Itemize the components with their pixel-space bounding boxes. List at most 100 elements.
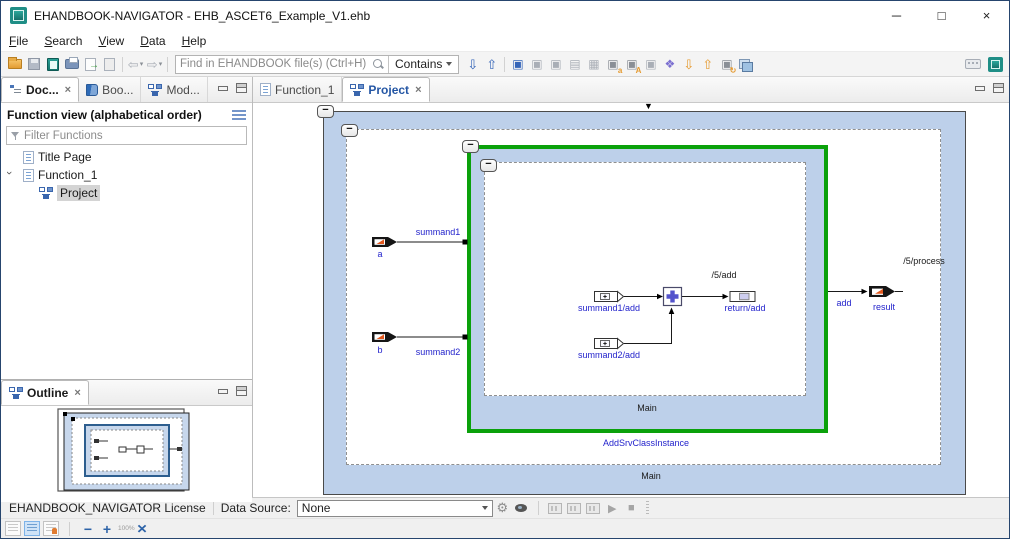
diagram-canvas[interactable]: ▼ − − − − xyxy=(253,103,1009,497)
view-menu-icon[interactable] xyxy=(232,109,246,121)
block-label-return-add: return/add xyxy=(724,303,766,313)
forward-icon[interactable]: ⇨▾ xyxy=(146,56,163,72)
play-icon[interactable]: ▶ xyxy=(608,502,617,515)
minimize-panel-icon[interactable] xyxy=(974,83,985,92)
fit-to-view-icon[interactable]: ✕ xyxy=(136,521,148,536)
data-source-dropdown[interactable]: None xyxy=(296,499,493,517)
collapse-button[interactable]: − xyxy=(341,124,358,137)
collapse-button[interactable]: − xyxy=(317,105,334,118)
related-elements-icon[interactable]: ❖ xyxy=(664,57,676,71)
tab-documents[interactable]: Doc... × xyxy=(1,77,80,102)
book-icon xyxy=(86,83,99,96)
open-icon[interactable] xyxy=(5,55,24,74)
editor-tab-bar: Function_1 Project × xyxy=(253,77,1009,103)
tab-project[interactable]: Project × xyxy=(342,77,430,102)
outline-panel: Outline × xyxy=(1,379,252,502)
split-view-icon[interactable] xyxy=(24,521,40,536)
single-page-view-icon[interactable] xyxy=(5,521,21,536)
keyboard-icon[interactable] xyxy=(963,55,982,74)
zoom-in-icon[interactable]: + xyxy=(102,520,112,537)
close-icon[interactable]: × xyxy=(64,83,72,96)
menu-view[interactable]: View xyxy=(98,33,125,48)
minimize-button[interactable]: ─ xyxy=(891,8,902,23)
experiment-view-icon[interactable] xyxy=(585,500,602,517)
menu-search[interactable]: Search xyxy=(44,33,83,48)
minimize-panel-icon[interactable] xyxy=(217,386,228,395)
search-mode-dropdown[interactable]: Contains xyxy=(388,55,458,73)
tree-item-project[interactable]: Project xyxy=(1,184,252,202)
tree-item-function-1[interactable]: › Function_1 xyxy=(2,168,98,182)
highlight-text-icon[interactable]: ▣A xyxy=(626,57,642,75)
find-input[interactable] xyxy=(176,55,372,73)
app-logo-icon xyxy=(986,55,1005,74)
copy-view-icon[interactable] xyxy=(736,55,755,74)
menu-help[interactable]: Help xyxy=(181,33,207,48)
outline-thumbnail-graphic xyxy=(57,408,190,492)
menu-file[interactable]: File xyxy=(9,33,29,48)
maximize-panel-icon[interactable] xyxy=(236,386,247,396)
tree-icon xyxy=(9,84,22,96)
status-bar: EHANDBOOK_NAVIGATOR License Data Source:… xyxy=(1,497,1009,518)
port-label-b: b xyxy=(377,345,383,355)
maximize-panel-icon[interactable] xyxy=(236,83,247,93)
box-label-instance: AddSrvClassInstance xyxy=(602,438,690,448)
chevron-expanded-icon[interactable]: › xyxy=(2,171,15,175)
stop-icon[interactable]: ■ xyxy=(627,502,635,514)
ebook-icon[interactable] xyxy=(43,55,62,74)
diagram-box-inner-main[interactable] xyxy=(484,162,806,396)
back-icon[interactable]: ⇦▾ xyxy=(127,56,144,72)
filter-icon xyxy=(11,131,21,141)
chevron-down-icon xyxy=(446,62,453,66)
calibration-view-icon[interactable] xyxy=(566,500,583,517)
page-info-view-icon[interactable] xyxy=(43,521,59,536)
highlight-off-icon[interactable]: ▣ xyxy=(645,57,657,71)
close-button[interactable]: × xyxy=(982,8,991,23)
visibility-eye-icon[interactable] xyxy=(513,500,530,517)
scroll-marker-icon: ▼ xyxy=(644,103,653,111)
menu-data[interactable]: Data xyxy=(140,33,166,48)
refresh-view-icon[interactable]: ▣↻ xyxy=(721,57,737,75)
collapse-structure-icon[interactable]: ▣ xyxy=(550,57,562,71)
measure-view-icon[interactable] xyxy=(547,500,564,517)
tab-models[interactable]: Mod... xyxy=(141,77,208,102)
outline-icon xyxy=(9,386,23,399)
signal-label-summand2: summand2 xyxy=(415,347,461,357)
highlight-data-icon[interactable]: ▣a xyxy=(607,57,623,75)
close-icon[interactable]: × xyxy=(415,83,422,96)
zoom-reset-icon[interactable]: 100% xyxy=(118,524,135,532)
search-previous-icon[interactable]: ⇧ xyxy=(486,56,498,72)
pdf-icon[interactable] xyxy=(100,55,119,74)
list-view-icon[interactable]: ▤ xyxy=(569,57,581,71)
tab-outline[interactable]: Outline × xyxy=(1,380,89,405)
page-icon xyxy=(23,150,34,164)
collapse-button[interactable]: − xyxy=(480,159,497,172)
save-icon[interactable] xyxy=(24,55,43,74)
collapse-button[interactable]: − xyxy=(462,140,479,153)
expand-siblings-icon[interactable]: ▣ xyxy=(531,57,543,71)
license-text: EHANDBOOK_NAVIGATOR License xyxy=(9,501,206,515)
tab-function-1[interactable]: Function_1 xyxy=(253,77,343,102)
chevron-down-icon xyxy=(481,506,488,510)
maximize-button[interactable]: □ xyxy=(937,8,946,23)
export-icon[interactable]: → xyxy=(81,55,100,74)
goto-previous-icon[interactable]: ⇧ xyxy=(702,56,714,72)
zoom-out-icon[interactable]: − xyxy=(83,520,93,537)
goto-next-icon[interactable]: ⇩ xyxy=(683,56,695,72)
print-icon[interactable] xyxy=(62,55,81,74)
settings-gear-icon[interactable]: ⚙ xyxy=(496,500,509,515)
maximize-panel-icon[interactable] xyxy=(993,83,1004,93)
function-explorer: Function view (alphabetical order) Title… xyxy=(1,103,252,379)
close-icon[interactable]: × xyxy=(74,386,81,399)
outline-thumbnail[interactable] xyxy=(1,406,252,502)
expand-structure-icon[interactable]: ▣ xyxy=(512,57,524,71)
app-logo-icon xyxy=(10,7,27,24)
menu-bar: File Search View Data Help xyxy=(1,30,1009,52)
tree-item-title-page[interactable]: Title Page xyxy=(1,148,252,166)
minimize-panel-icon[interactable] xyxy=(217,83,228,92)
main-toolbar: → ⇦▾ ⇨▾ Contains ⇩ ⇧ ▣ ▣ ▣ ▤ ▦ ▣a ▣A ▣ ❖… xyxy=(1,52,1009,77)
search-next-icon[interactable]: ⇩ xyxy=(467,56,479,72)
tab-bookmarks[interactable]: Boo... xyxy=(79,77,142,102)
table-view-icon[interactable]: ▦ xyxy=(588,57,600,71)
filter-input[interactable] xyxy=(24,129,246,142)
